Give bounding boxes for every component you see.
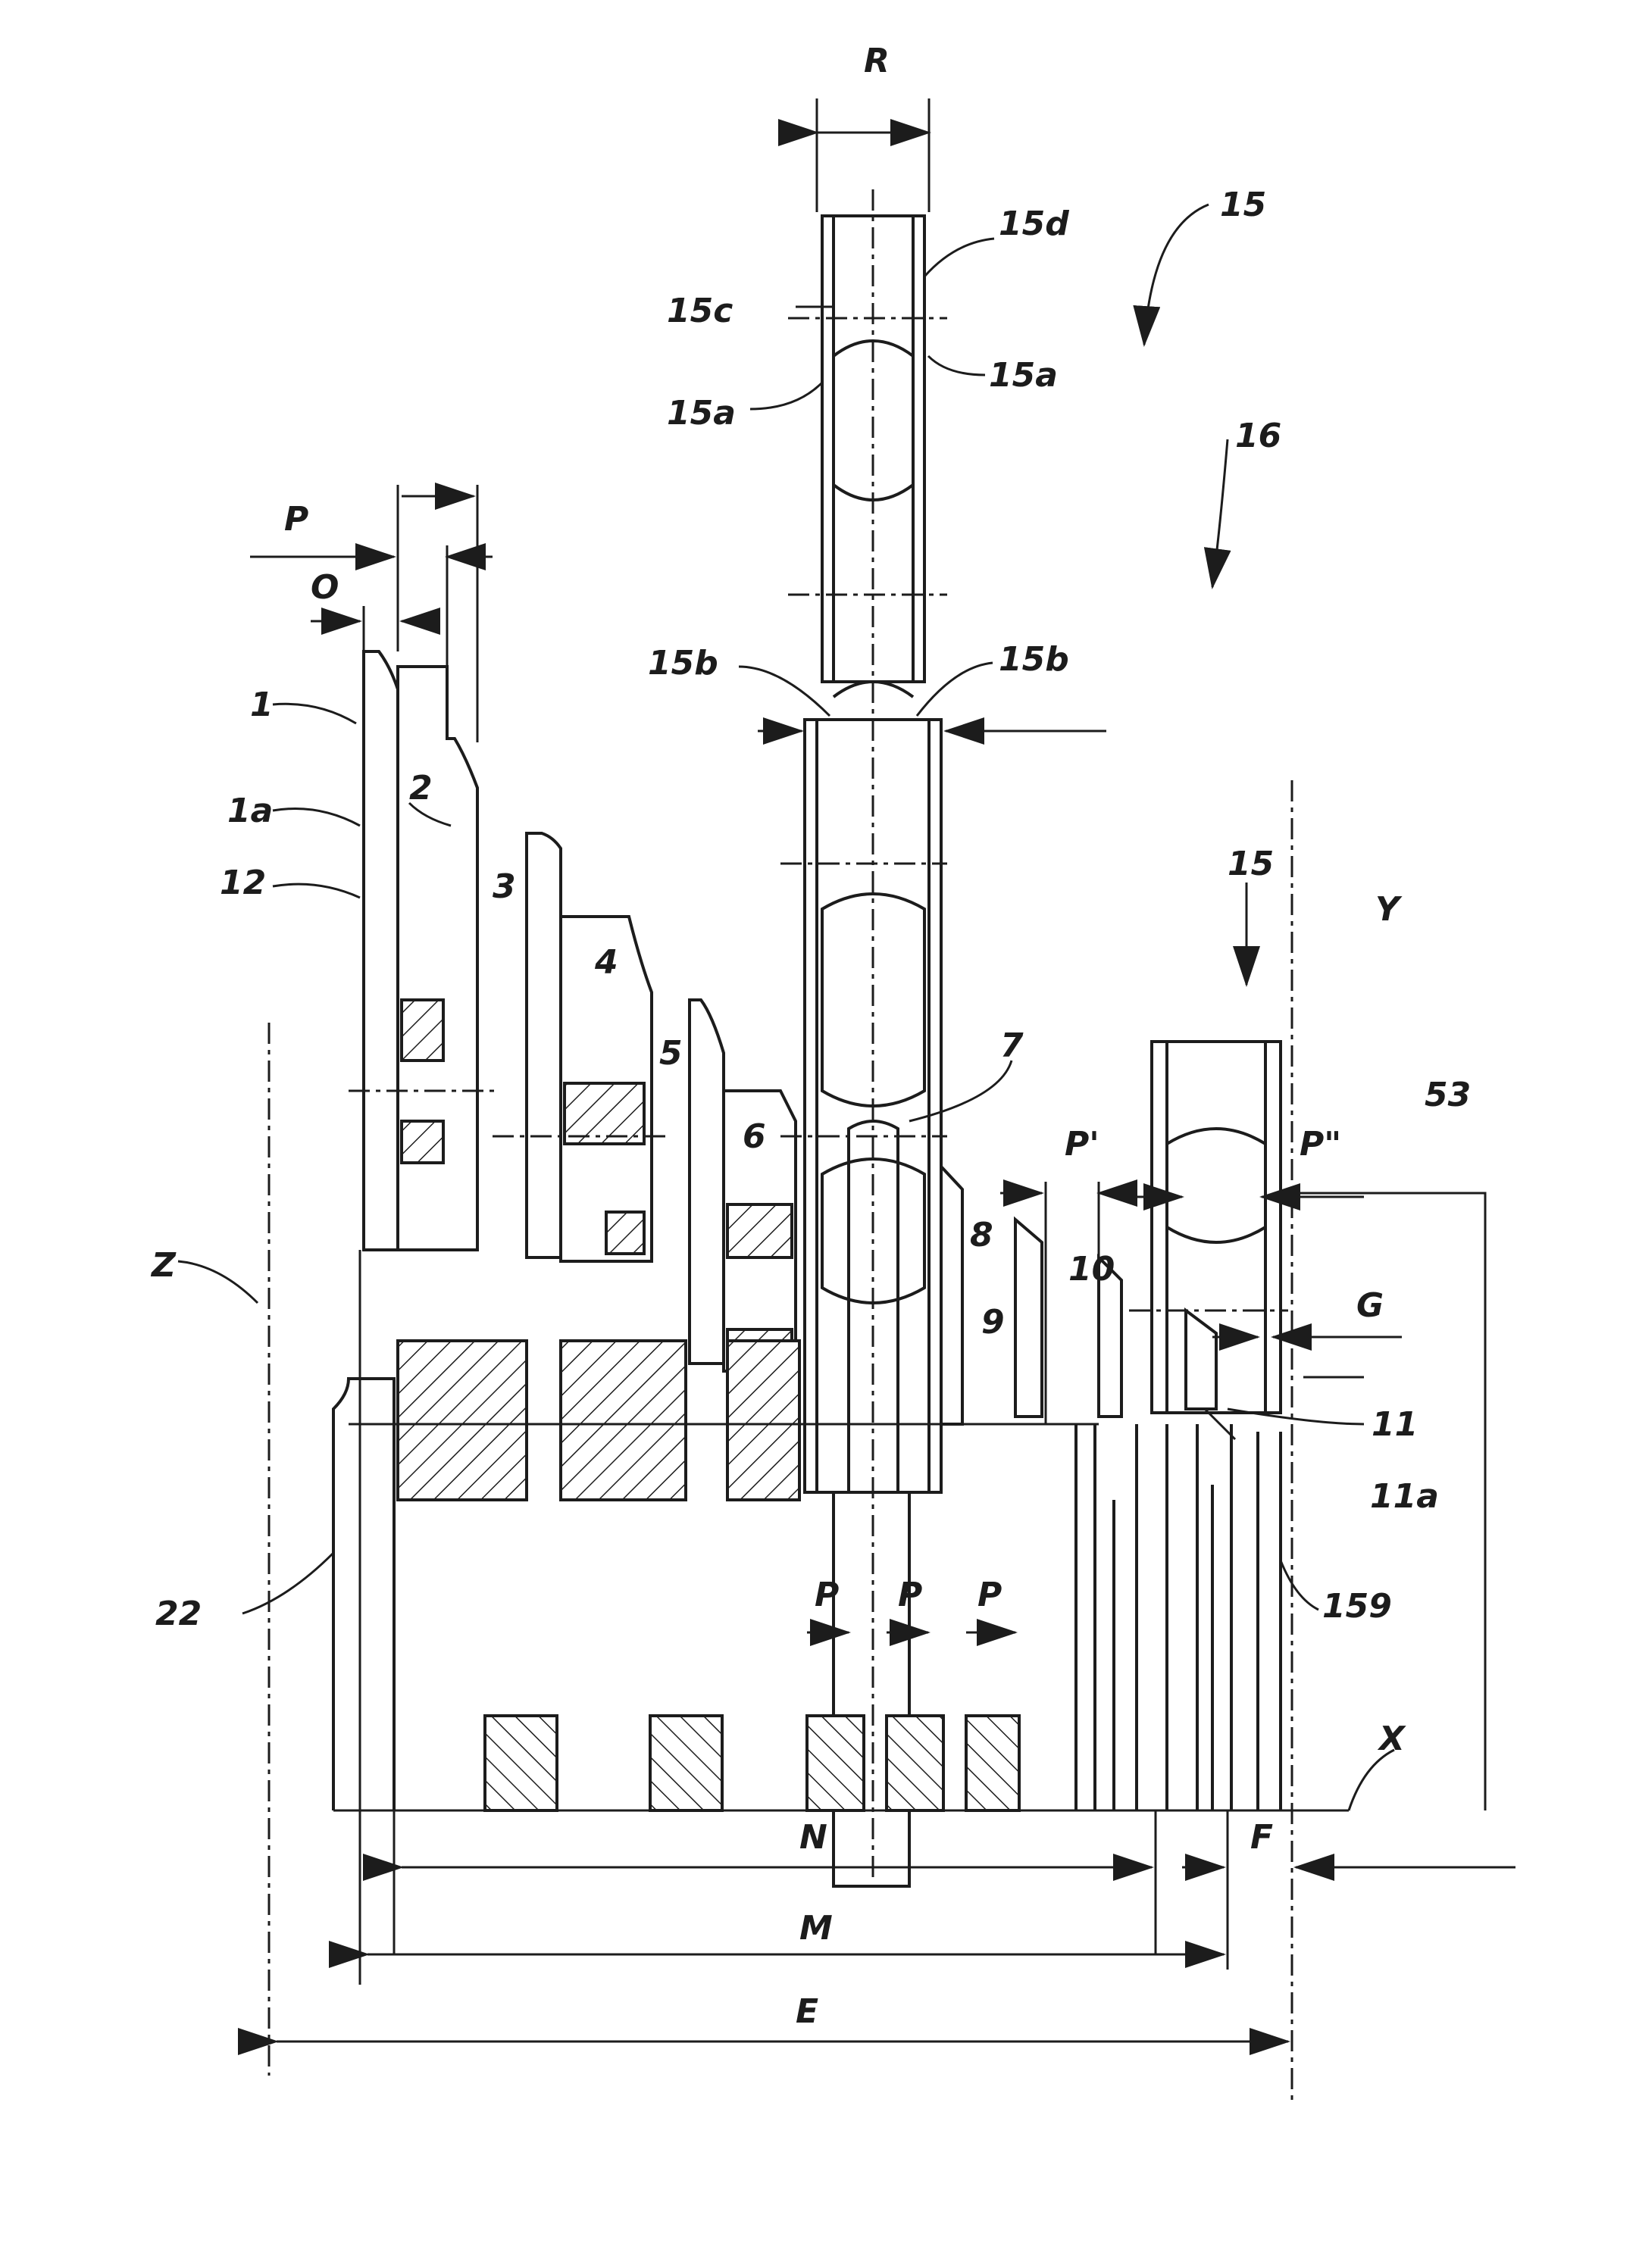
label-7: 7 <box>1000 1026 1024 1065</box>
sprocket-11 <box>1186 1311 1235 1439</box>
chain-15-small <box>1129 1042 1288 1413</box>
label-P-prime: P' <box>1065 1125 1099 1164</box>
label-5: 5 <box>659 1034 683 1073</box>
label-1a: 1a <box>227 792 273 830</box>
dim-P-prime <box>1000 1182 1137 1424</box>
label-Z: Z <box>150 1246 177 1285</box>
label-12: 12 <box>220 864 266 902</box>
label-X: X <box>1377 1720 1406 1758</box>
label-15b-left: 15b <box>648 644 718 683</box>
label-15a-right: 15a <box>989 356 1058 395</box>
sprocket-4 <box>493 917 667 1261</box>
label-16: 16 <box>1235 417 1281 455</box>
label-8: 8 <box>970 1216 993 1254</box>
label-E: E <box>796 1992 818 2031</box>
label-159: 159 <box>1322 1587 1392 1626</box>
label-11: 11 <box>1372 1405 1418 1444</box>
label-22: 22 <box>155 1595 202 1633</box>
sprocket-3 <box>527 833 561 1257</box>
label-G: G <box>1356 1286 1384 1325</box>
label-3: 3 <box>493 867 516 906</box>
sprocket-1 <box>364 651 398 1250</box>
dim-F <box>1182 1810 1515 1970</box>
label-N: N <box>799 1818 827 1857</box>
chain-15-lower <box>780 720 947 1886</box>
label-10: 10 <box>1068 1250 1115 1289</box>
label-P-bottom-2: P <box>898 1576 922 1614</box>
dim-N <box>394 1810 1156 1954</box>
sprocket-9 <box>1015 1220 1042 1417</box>
label-O: O <box>311 568 339 607</box>
label-11a: 11a <box>1370 1477 1439 1516</box>
label-15b-right: 15b <box>999 640 1069 679</box>
label-P-double-prime: P" <box>1300 1125 1341 1164</box>
label-15-top: 15 <box>1220 186 1266 224</box>
label-4: 4 <box>594 943 618 982</box>
label-6: 6 <box>743 1117 766 1156</box>
label-M: M <box>799 1909 833 1948</box>
label-1: 1 <box>250 686 274 724</box>
label-9: 9 <box>981 1303 1005 1342</box>
label-15-right: 15 <box>1228 845 1274 883</box>
label-P-bottom-1: P <box>815 1576 839 1614</box>
label-Y: Y <box>1375 890 1403 929</box>
sprocket-8 <box>941 1167 962 1424</box>
label-R: R <box>864 42 890 80</box>
label-15d: 15d <box>999 205 1069 243</box>
label-P-top: P <box>284 500 308 539</box>
label-15a-left: 15a <box>667 394 736 433</box>
label-2: 2 <box>409 769 433 808</box>
sprocket-2 <box>349 667 500 1250</box>
sprocket-5 <box>690 1000 724 1364</box>
label-15c: 15c <box>667 292 733 330</box>
label-P-bottom-3: P <box>977 1576 1002 1614</box>
label-F: F <box>1250 1818 1273 1857</box>
label-53: 53 <box>1425 1076 1471 1114</box>
